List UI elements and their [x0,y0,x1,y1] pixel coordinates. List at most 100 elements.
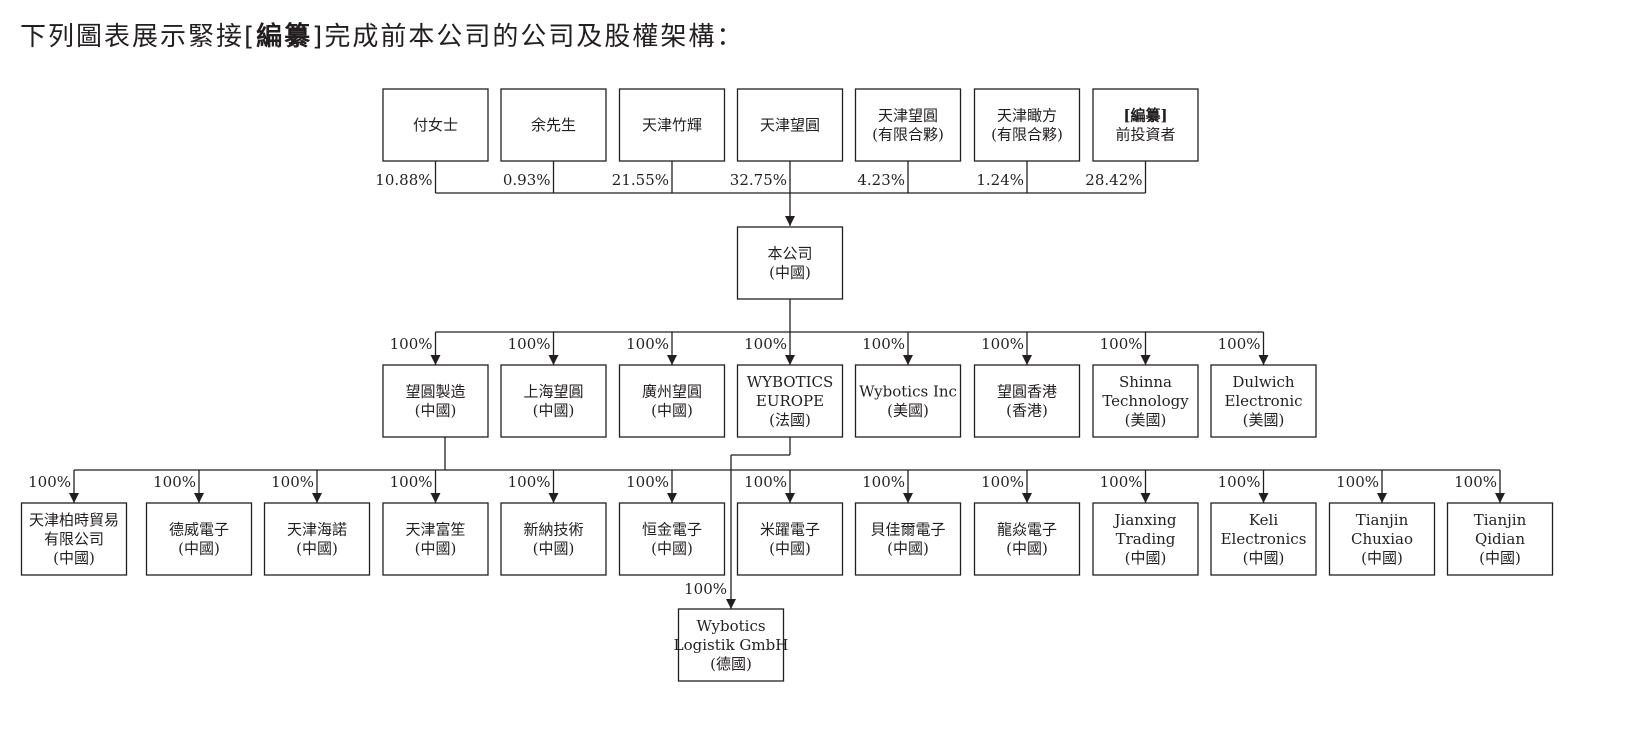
manufacturing-subsidiary-box-label-line: Jianxing [1113,511,1177,529]
subsidiary-box-frame [736,364,844,438]
ownership-percentage: 4.23% [857,171,905,189]
manufacturing-subsidiary-box-label-line: (中國) [296,540,338,558]
ownership-percentage: 100% [981,473,1024,491]
subsidiary-arrow-head [430,355,441,365]
manufacturing-subsidiary-box-label-line: (中國) [1361,549,1403,567]
shareholder-box: 天津望圓(有限合夥) [854,88,962,162]
manufacturing-subsidiary-box-label-line: (中國) [178,540,220,558]
ownership-percentage: 100% [862,335,905,353]
ownership-percentage: 100% [1336,473,1379,491]
manufacturing-subsidiary-box-frame [382,502,489,576]
shareholder-box-label-line: 天津望圓 [760,116,820,134]
shareholder-box-frame [618,88,726,162]
manufacturing-subsidiary-box-frame [263,502,371,576]
ownership-percentage: 100% [626,335,669,353]
subsidiary-box-frame [618,364,726,438]
ownership-percentage: 100% [390,335,433,353]
company-box: 本公司(中國) [736,226,844,300]
subsidiary-box-label-line: 上海望圓 [523,383,583,401]
ownership-percentage: 100% [1218,473,1261,491]
shareholder-box-label-line: (有限合夥) [991,126,1063,144]
heading-text-start: 下列圖表展示緊接[ [20,22,257,52]
manufacturing-subsidiary-box-label-line: 天津富笙 [405,521,465,539]
ownership-percentage: 100% [1218,335,1261,353]
manufacturing-subsidiary-box-label-line: (中國) [53,549,95,567]
manufacturing-subsidiary-box-label-line: (中國) [651,540,693,558]
manufacturing-arrow-head [1022,493,1032,503]
ownership-percentage: 0.93% [503,171,551,189]
europe-subsidiary-box-label-line: Wybotics [696,617,765,635]
subsidiary-box-frame [1210,364,1317,438]
shareholder-box-frame [854,88,962,162]
ownership-percentage: 100% [684,580,727,598]
manufacturing-subsidiary-box-label-line: Qidian [1475,530,1525,548]
manufacturing-arrow-head [194,493,204,503]
subsidiary-box: 上海望圓(中國) [500,364,607,438]
manufacturing-subsidiary-box: 天津富笙(中國) [382,502,489,576]
subsidiary-box-label-line: (中國) [533,402,575,420]
manufacturing-subsidiary-box-label-line: (中國) [1125,549,1167,567]
manufacturing-subsidiary-box-label-line: (中國) [1479,549,1521,567]
manufacturing-subsidiary-box-label-line: Tianjin [1356,511,1409,529]
subsidiary-box: Wybotics Inc(美國) [854,364,962,438]
subsidiary-box: 望圓製造(中國) [382,364,489,438]
ownership-percentage: 100% [390,473,433,491]
shareholder-box-label-line: (有限合夥) [872,126,944,144]
ownership-percentage: 100% [744,473,787,491]
subsidiary-arrow-head [1022,355,1032,365]
manufacturing-arrow-head [785,493,795,503]
manufacturing-subsidiary-box-frame [736,502,844,576]
manufacturing-subsidiary-box-label-line: Keli [1249,511,1278,529]
ownership-percentage: 100% [1454,473,1497,491]
shareholder-box-label-line: 天津瞰方 [997,107,1057,125]
manufacturing-subsidiary-box: 米躍電子(中國) [736,502,844,576]
shareholder-box: 付女士 [382,88,489,162]
heading-redacted-mark: 編纂 [256,22,313,52]
manufacturing-subsidiary-box: 恒金電子(中國) [618,502,726,576]
shareholder-box-label-line: 天津望圓 [878,107,938,125]
subsidiary-box-label-line: (美國) [1243,411,1285,429]
subsidiary-box-label-line: WYBOTICS [747,373,834,391]
subsidiary-box-label-line: 廣州望圓 [642,383,702,401]
subsidiary-box-label-line: Technology [1102,392,1189,410]
shareholder-box-label-line: [編纂] [1123,107,1167,125]
manufacturing-arrow-head [1258,493,1269,503]
subsidiary-box-label-line: Electronic [1224,392,1302,410]
subsidiary-arrow-head [1258,355,1269,365]
ownership-percentage: 100% [153,473,196,491]
manufacturing-subsidiary-box-label-line: (中國) [415,540,457,558]
manufacturing-subsidiary-box-label-line: 有限公司 [44,530,104,548]
manufacturing-arrow-head [903,493,913,503]
subsidiary-arrow-head [785,355,795,365]
manufacturing-subsidiary-box-frame [145,502,253,576]
subsidiary-box-frame [1092,364,1199,438]
manufacturing-subsidiary-box-label-line: Trading [1116,530,1176,548]
manufacturing-subsidiary-box-label-line: Tianjin [1474,511,1527,529]
manufacturing-subsidiary-box-label-line: 新納技術 [523,521,583,539]
manufacturing-subsidiary-box-frame [1328,502,1436,576]
shareholder-box-label-line: 前投資者 [1115,126,1175,144]
europe-subsidiary-box-label-line: (德國) [710,655,752,673]
shareholder-box-frame [736,88,844,162]
europe-subsidiary-box-label-line: Logistik GmbH [674,636,789,654]
ownership-percentage: 100% [508,473,551,491]
subsidiary-arrow-head [548,355,559,365]
shareholder-box: 天津竹輝 [618,88,726,162]
manufacturing-subsidiary-box-label-line: (中國) [1243,549,1285,567]
ownership-percentage: 100% [1100,473,1143,491]
manufacturing-subsidiary-box: 新納技術(中國) [500,502,607,576]
page-heading: 下列圖表展示緊接[編纂]完成前本公司的公司及股權架構： [20,16,744,53]
manufacturing-subsidiary-box-label-line: Chuxiao [1351,530,1413,548]
shareholder-box: 余先生 [500,88,607,162]
manufacturing-subsidiary-box-frame [618,502,726,576]
manufacturing-arrow-head [667,493,677,503]
company-box-label-line: 本公司 [767,245,812,263]
subsidiary-box-frame [382,364,489,438]
shareholder-box-frame [382,88,489,162]
ownership-percentage: 1.24% [976,171,1024,189]
